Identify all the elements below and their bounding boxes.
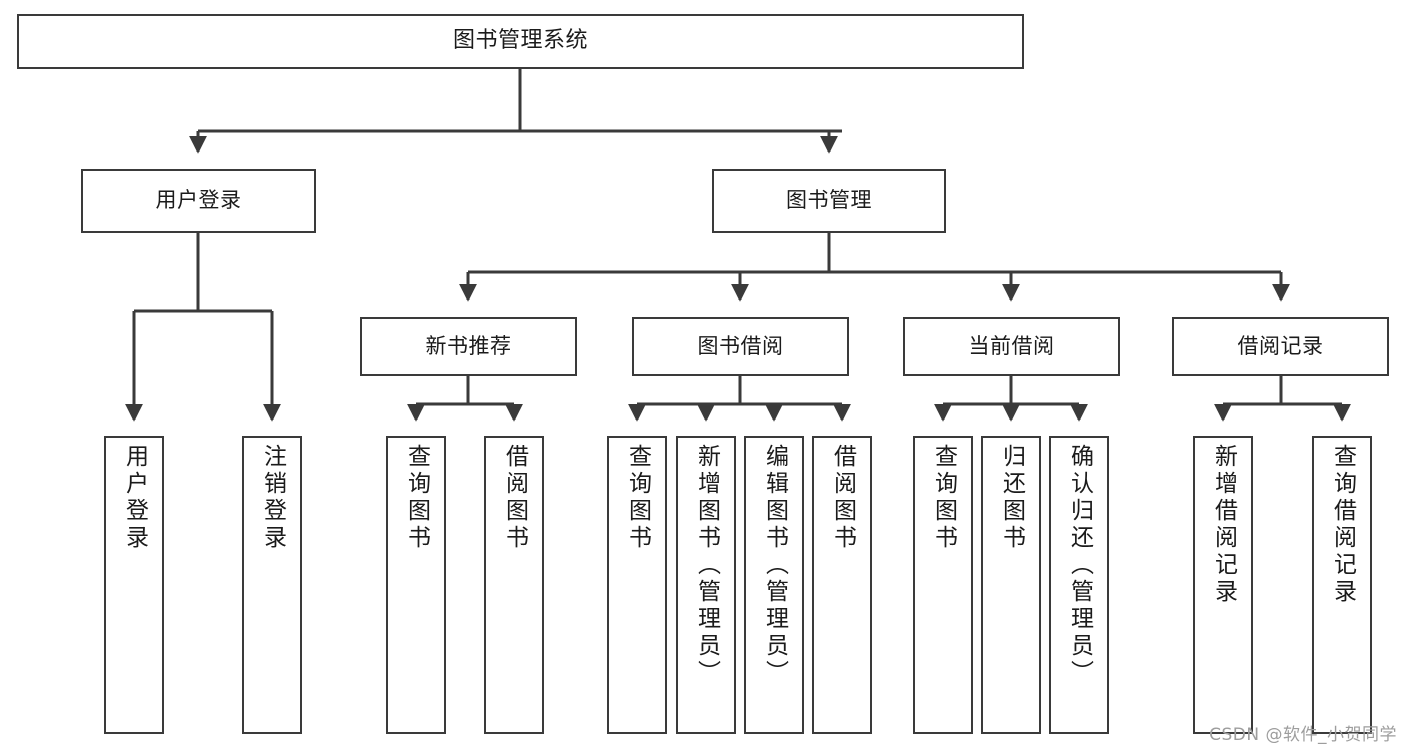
node-borrow-record[interactable]: 借阅记录 xyxy=(1172,317,1389,376)
node-label: 查询借阅记录 xyxy=(1329,444,1356,606)
node-leaf-query-record[interactable]: 查询借阅记录 xyxy=(1312,436,1372,734)
node-leaf-query-book-2[interactable]: 查询图书 xyxy=(607,436,667,734)
node-leaf-user-login[interactable]: 用户登录 xyxy=(104,436,164,734)
node-current-borrow[interactable]: 当前借阅 xyxy=(903,317,1120,376)
node-leaf-user-logout[interactable]: 注销登录 xyxy=(242,436,302,734)
node-label: 归还图书 xyxy=(998,444,1025,552)
node-label: 用户登录 xyxy=(121,444,148,552)
node-label: 确认归还（管理员） xyxy=(1066,444,1093,687)
node-leaf-edit-book[interactable]: 编辑图书（管理员） xyxy=(744,436,804,734)
node-label: 新书推荐 xyxy=(425,333,512,358)
node-label: 注销登录 xyxy=(259,444,286,552)
node-label: 编辑图书（管理员） xyxy=(761,444,788,687)
node-leaf-borrow-book-2[interactable]: 借阅图书 xyxy=(812,436,872,734)
node-label: 借阅记录 xyxy=(1237,333,1324,358)
node-label: 查询图书 xyxy=(930,444,957,552)
node-leaf-borrow-book-1[interactable]: 借阅图书 xyxy=(484,436,544,734)
node-label: 当前借阅 xyxy=(968,333,1055,358)
node-leaf-confirm-return[interactable]: 确认归还（管理员） xyxy=(1049,436,1109,734)
node-leaf-return-book[interactable]: 归还图书 xyxy=(981,436,1041,734)
node-user-login[interactable]: 用户登录 xyxy=(81,169,316,233)
node-label: 新增图书（管理员） xyxy=(693,444,720,687)
node-label: 图书管理系统 xyxy=(452,28,588,54)
node-new-book-rec[interactable]: 新书推荐 xyxy=(360,317,577,376)
node-label: 借阅图书 xyxy=(501,444,528,552)
node-label: 查询图书 xyxy=(624,444,651,552)
node-leaf-query-book-3[interactable]: 查询图书 xyxy=(913,436,973,734)
node-book-borrow[interactable]: 图书借阅 xyxy=(632,317,849,376)
node-label: 新增借阅记录 xyxy=(1210,444,1237,606)
node-leaf-add-record[interactable]: 新增借阅记录 xyxy=(1193,436,1253,734)
node-root-system[interactable]: 图书管理系统 xyxy=(17,14,1024,69)
node-label: 用户登录 xyxy=(155,188,242,213)
node-label: 图书借阅 xyxy=(697,333,784,358)
node-label: 查询图书 xyxy=(403,444,430,552)
node-label: 借阅图书 xyxy=(829,444,856,552)
node-book-manage[interactable]: 图书管理 xyxy=(712,169,946,233)
node-label: 图书管理 xyxy=(786,188,872,213)
node-leaf-query-book-1[interactable]: 查询图书 xyxy=(386,436,446,734)
node-leaf-add-book[interactable]: 新增图书（管理员） xyxy=(676,436,736,734)
